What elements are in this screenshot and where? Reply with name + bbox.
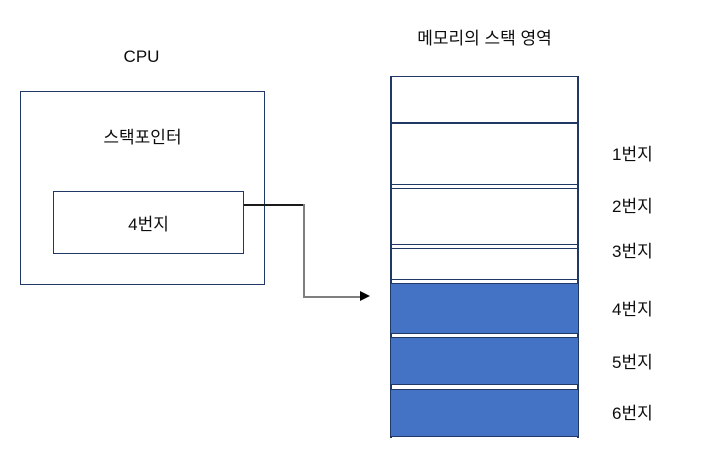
memory-cell-6 bbox=[390, 389, 579, 437]
memory-cell-top bbox=[390, 76, 579, 123]
stack-left-border bbox=[390, 76, 392, 438]
stack-pointer-value: 4번지 bbox=[128, 215, 169, 234]
connector-segment-horizontal-bottom bbox=[303, 296, 362, 298]
memory-cell-4 bbox=[390, 283, 579, 334]
address-label-1: 1번지 bbox=[612, 145, 653, 164]
stack-pointer-value-box: 4번지 bbox=[53, 191, 244, 254]
address-label-4: 4번지 bbox=[612, 300, 653, 319]
memory-cell-1 bbox=[390, 123, 579, 185]
cpu-box bbox=[20, 91, 265, 285]
memory-cell-3 bbox=[390, 248, 579, 280]
stack-pointer-label: 스택포인터 bbox=[103, 128, 182, 147]
memory-stack bbox=[390, 76, 579, 438]
stack-right-border bbox=[577, 76, 579, 438]
address-label-5: 5번지 bbox=[612, 353, 653, 372]
memory-cell-2 bbox=[390, 188, 579, 245]
right-arrow-icon bbox=[360, 291, 370, 301]
memory-cell-5 bbox=[390, 337, 579, 385]
address-label-2: 2번지 bbox=[612, 197, 653, 216]
connector-segment-vertical bbox=[303, 204, 305, 297]
cpu-title: CPU bbox=[123, 47, 160, 66]
address-label-6: 6번지 bbox=[612, 404, 653, 423]
address-label-3: 3번지 bbox=[612, 242, 653, 261]
stack-region-title: 메모리의 스택 영역 bbox=[417, 29, 552, 48]
connector-segment-horizontal-top bbox=[244, 204, 305, 206]
